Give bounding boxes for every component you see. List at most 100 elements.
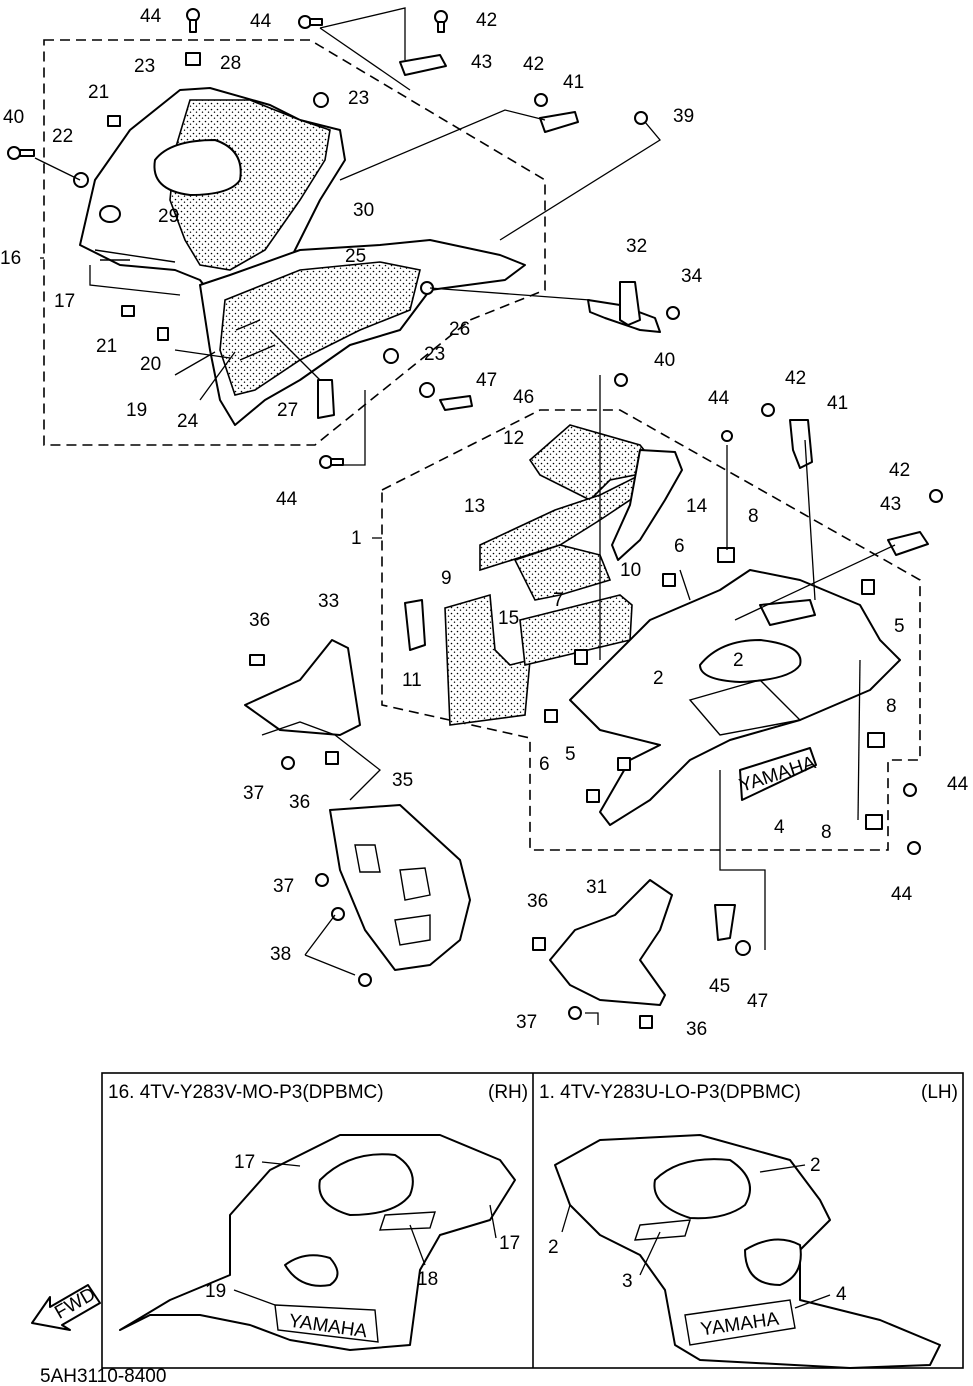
callout: 8: [748, 506, 759, 527]
callout: 36: [686, 1019, 707, 1040]
stay-43-upper: [399, 54, 447, 76]
callout: 44: [708, 388, 730, 409]
callout: 29: [158, 206, 179, 227]
inset-lh-callout: 4: [836, 1284, 847, 1305]
callout: 42: [785, 368, 806, 389]
callout: 6: [674, 536, 685, 557]
callout: 12: [503, 428, 524, 449]
callout: 24: [177, 411, 199, 432]
callout: 5: [894, 616, 905, 637]
callout: 34: [681, 266, 703, 287]
callout: 44: [276, 489, 298, 510]
callout: 25: [345, 246, 366, 267]
callout: 47: [476, 370, 497, 391]
forward-direction-arrow: FWD: [31, 1284, 101, 1331]
callout: 36: [249, 610, 270, 631]
inner-panels: [404, 424, 683, 726]
side-cowling-panel: [199, 239, 526, 426]
callout: 37: [273, 876, 294, 897]
callout: 4: [774, 817, 785, 838]
callout: 23: [348, 88, 369, 109]
callout: 22: [52, 126, 73, 147]
callout: 28: [220, 53, 241, 74]
callout: 5: [565, 744, 576, 765]
callout: 45: [709, 976, 730, 997]
callout: 44: [947, 774, 969, 795]
fastener-group-upper: [7, 8, 680, 469]
inset-lh-callout: 2: [548, 1237, 559, 1258]
callout: 14: [686, 496, 708, 517]
callout: 44: [250, 11, 272, 32]
inner-panel-31: [532, 879, 751, 1029]
stay-41-lower: [789, 419, 813, 469]
callout: 21: [96, 336, 117, 357]
callout: 6: [539, 754, 550, 775]
callout: 9: [441, 568, 452, 589]
decal-yamaha-main: YAMAHA: [737, 747, 819, 801]
callout: 15: [498, 608, 519, 629]
inset-lh-callout: 2: [810, 1155, 821, 1176]
inset-lh-side: (LH): [921, 1082, 958, 1103]
callout: 40: [3, 107, 24, 128]
callout: 43: [471, 52, 492, 73]
callout: 31: [586, 877, 607, 898]
callout: 13: [464, 496, 485, 517]
bracket-27: [317, 379, 335, 419]
callout: 23: [424, 344, 445, 365]
callout: 41: [563, 72, 584, 93]
callout: 38: [270, 944, 291, 965]
callout: 8: [886, 696, 897, 717]
callout: 27: [277, 400, 298, 421]
assembly-boundary-16: [43, 39, 546, 446]
callout-labels: 44 44 42 43 42 41 39 23 28 23 21 40 22 3…: [0, 6, 969, 1040]
inner-panel-35: [304, 804, 471, 987]
callout: 36: [527, 891, 548, 912]
callout: 42: [889, 460, 910, 481]
callout: 2: [733, 650, 744, 671]
leader-lines-lower: [372, 375, 896, 950]
inset-rh-side: (RH): [488, 1082, 528, 1103]
diagram-code: 5AH3110-8400: [40, 1366, 166, 1386]
callout: 8: [821, 822, 832, 843]
callout: 44: [140, 6, 162, 27]
inset-rh-callout: 17: [234, 1152, 255, 1173]
callout: 33: [318, 591, 339, 612]
callout: 32: [626, 236, 647, 257]
callout: 10: [620, 560, 641, 581]
fastener-group-lower: [544, 373, 943, 855]
callout: 37: [516, 1012, 537, 1033]
inset-rh-callout: 19: [205, 1281, 226, 1302]
stay-43-lower: [887, 531, 929, 556]
stay-41-upper: [539, 111, 579, 133]
inset-rh-callout: 17: [499, 1233, 520, 1254]
callout: 1: [351, 528, 362, 549]
callout: 2: [653, 668, 664, 689]
callout: 11: [402, 670, 422, 691]
callout: 41: [827, 393, 848, 414]
upper-cowling-rh: [79, 87, 346, 301]
callout: 46: [513, 387, 534, 408]
leader-lines-upper: [34, 7, 661, 466]
inset-lh-callout: 3: [622, 1271, 633, 1292]
callout: 21: [88, 82, 109, 103]
callout: 26: [449, 319, 470, 340]
callout: 23: [134, 56, 155, 77]
callout: 30: [353, 200, 374, 221]
callout: 42: [523, 54, 544, 75]
inset-rh-title: 16. 4TV-Y283V-MO-P3(DPBMC): [108, 1082, 384, 1103]
callout: 36: [289, 792, 310, 813]
callout: 39: [673, 106, 694, 127]
callout: 7: [553, 590, 564, 611]
callout: 42: [476, 10, 497, 31]
callout: 43: [880, 494, 901, 515]
callout: 40: [654, 350, 675, 371]
callout: 20: [140, 354, 161, 375]
callout: 47: [747, 991, 768, 1012]
callout: 44: [891, 884, 913, 905]
inset-rh-cowling: YAMAHA: [119, 1134, 516, 1351]
bracket-32: [587, 281, 661, 333]
inset-rh-callout: 18: [417, 1269, 438, 1290]
inset-lh-cowling: YAMAHA: [554, 1134, 941, 1369]
inner-panel-33: [244, 639, 381, 801]
